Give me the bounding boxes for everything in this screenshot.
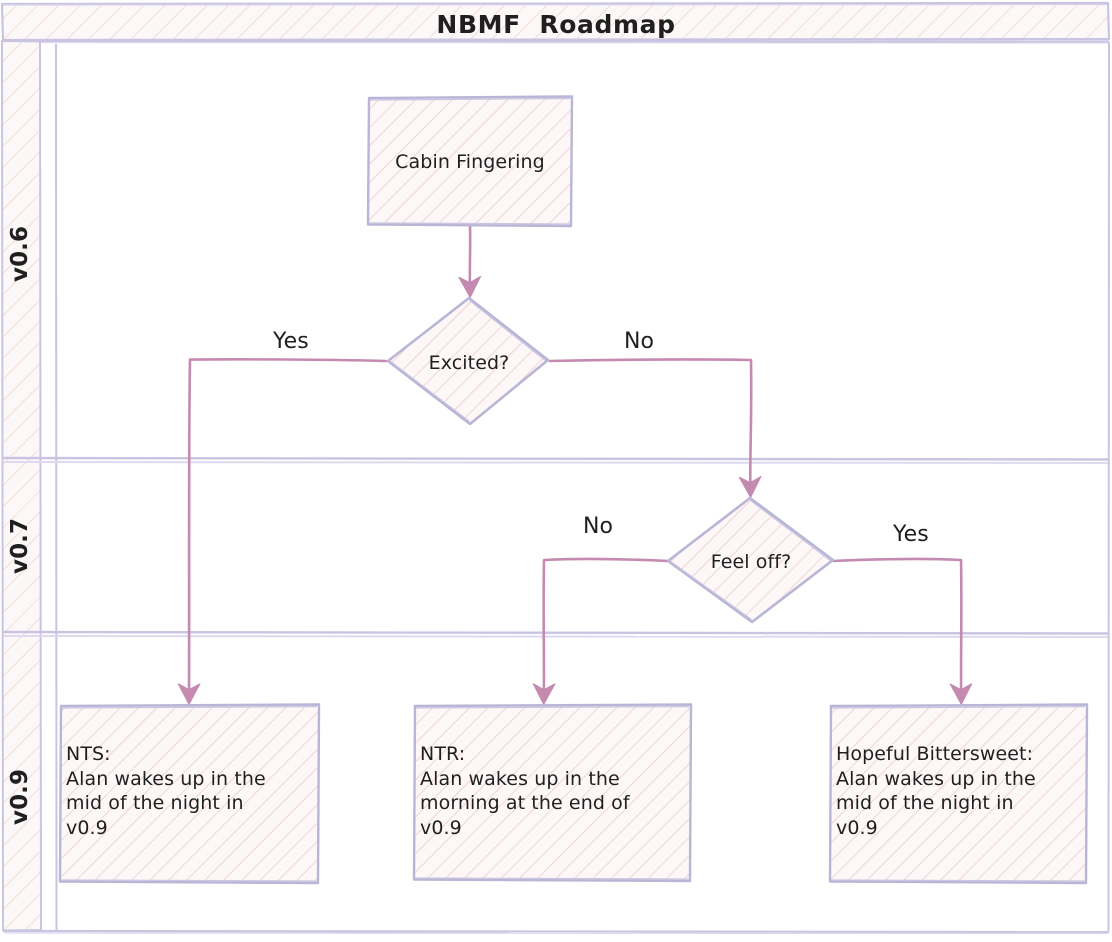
edge-excited-no-to-feeloff: [548, 358, 751, 490]
node-hopeful-bittersweet[interactable]: [828, 703, 1089, 885]
node-ntr[interactable]: [412, 703, 693, 883]
title-banner: [0, 1, 1111, 42]
node-feeloff-decision[interactable]: [666, 496, 835, 624]
lane-divider-v07-v09: [2, 630, 1110, 638]
edge-excited-yes-to-nts: [189, 358, 388, 697]
edge-feeloff-no-to-ntr: [544, 557, 670, 697]
node-excited-decision[interactable]: [386, 296, 550, 426]
node-cabin-fingering[interactable]: [366, 95, 574, 228]
edge-feeloff-yes-to-hopeful: [831, 557, 961, 697]
lane-frame: [2, 39, 1110, 935]
lane-divider-v06-v07: [2, 456, 1110, 464]
lane-label-column: [1, 40, 42, 932]
node-nts[interactable]: [58, 703, 321, 885]
